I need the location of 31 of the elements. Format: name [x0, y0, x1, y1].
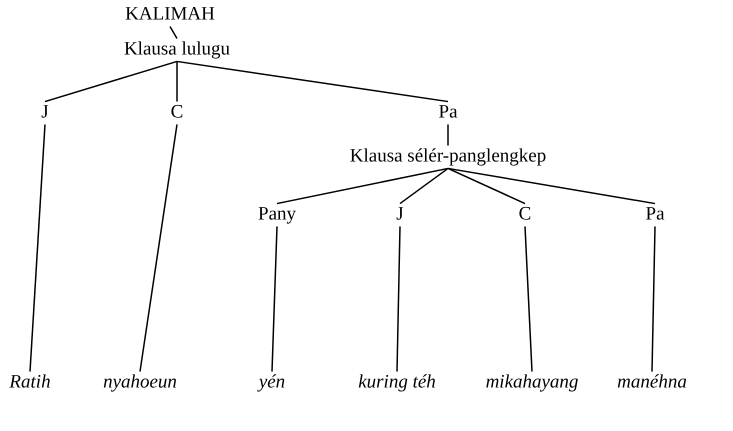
constituent-label: Pany — [258, 204, 296, 226]
tree-branch — [176, 61, 178, 102]
tree-branch — [44, 60, 178, 102]
tree-branch — [176, 60, 448, 102]
word-label: kuring téh — [358, 372, 436, 394]
tree-branch — [139, 124, 178, 372]
word-label: mikahayang — [486, 372, 578, 394]
tree-branch — [396, 226, 401, 372]
tree-branch — [448, 168, 526, 204]
constituent-label: J — [396, 204, 404, 226]
constituent-label: Pa — [438, 102, 458, 124]
constituent-label: J — [41, 102, 49, 124]
constituent-label: KALIMAH — [125, 4, 215, 26]
tree-branch — [447, 124, 449, 146]
tree-branch — [524, 226, 533, 372]
constituent-label: Klausa sélér-panglengkep — [350, 146, 546, 168]
tree-branch — [400, 168, 448, 204]
tree-branch — [271, 226, 278, 372]
tree-branch — [651, 226, 656, 372]
word-label: manéhna — [617, 372, 687, 394]
word-label: Ratih — [9, 372, 51, 394]
constituent-label: C — [518, 204, 532, 226]
tree-branch — [276, 168, 448, 204]
tree-branch — [169, 26, 178, 39]
constituent-label: C — [170, 102, 184, 124]
word-label: yén — [258, 372, 286, 394]
word-label: nyahoeun — [103, 372, 177, 394]
tree-branch — [448, 168, 656, 204]
constituent-label: Klausa lulugu — [124, 40, 230, 60]
tree-branch — [29, 124, 46, 372]
constituent-label: Pa — [646, 204, 664, 226]
